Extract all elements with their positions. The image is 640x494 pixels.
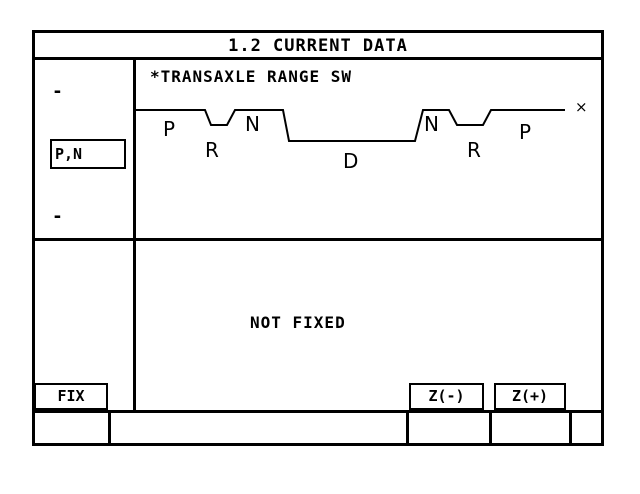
state-label-p: P [163, 117, 176, 141]
state-label-p-2: P [519, 120, 532, 144]
fix-status-text: NOT FIXED [250, 313, 346, 332]
current-value-box: P,N [50, 139, 126, 169]
fkey-separator-2 [406, 410, 409, 444]
screen-title: 1.2 CURRENT DATA [35, 33, 601, 60]
fkey-separator-3 [489, 410, 492, 444]
range-switch-waveform: × [135, 98, 588, 142]
fix-button[interactable]: FIX [34, 383, 108, 410]
divider-vertical [133, 60, 136, 410]
scan-tool-screen: 1.2 CURRENT DATA - P,N - *TRANSAXLE RANG… [32, 30, 604, 446]
zoom-out-button[interactable]: Z(-) [409, 383, 484, 410]
function-key-row [35, 410, 601, 446]
divider-horizontal [35, 238, 601, 241]
state-label-n-2: N [424, 112, 439, 136]
state-label-n: N [245, 112, 260, 136]
state-label-r: R [205, 138, 219, 162]
zoom-in-button[interactable]: Z(+) [494, 383, 566, 410]
data-item-title: *TRANSAXLE RANGE SW [150, 67, 353, 86]
lower-value: - [52, 206, 63, 227]
state-label-d: D [343, 149, 359, 173]
upper-value: - [52, 81, 63, 102]
fkey-separator-1 [108, 410, 111, 444]
fkey-separator-4 [569, 410, 572, 444]
cursor-marker: × [575, 98, 588, 116]
state-label-r-2: R [467, 138, 481, 162]
